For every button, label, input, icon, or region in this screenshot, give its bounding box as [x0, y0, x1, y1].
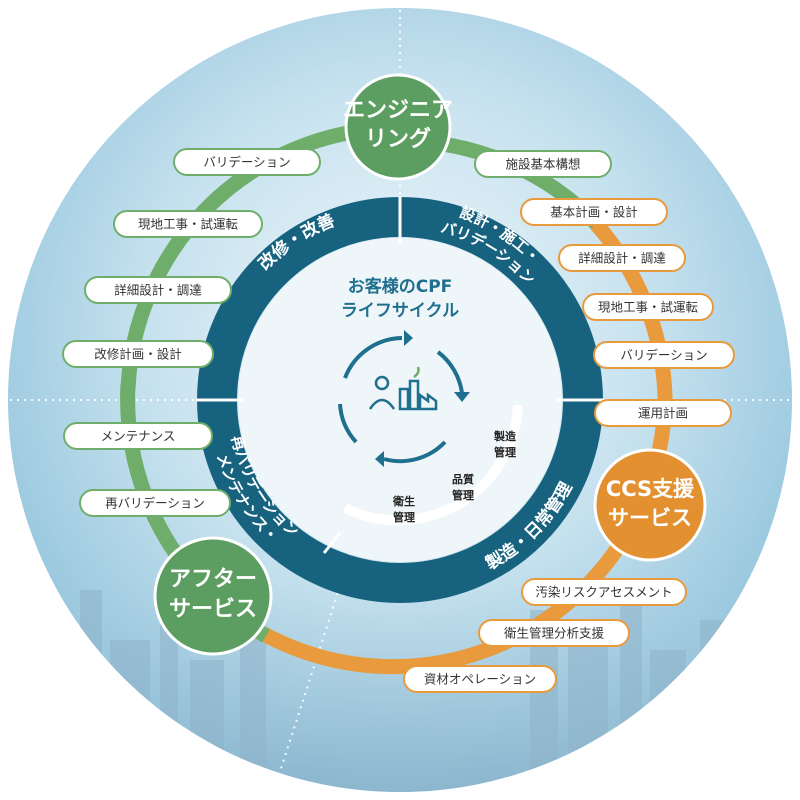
- left-item-0: バリデーション: [173, 148, 321, 176]
- pills-left: バリデーション現地工事・試運転詳細設計・調達改修計画・設計メンテナンス再バリデー…: [62, 148, 321, 517]
- person-factory-icon: [368, 366, 438, 411]
- right-item-2: 詳細設計・調達: [558, 244, 686, 272]
- cycle-arrows: [338, 336, 464, 464]
- bottom-item-2: 資材オペレーション: [403, 665, 557, 693]
- right-item-4: バリデーション: [593, 341, 735, 369]
- left-item-4-label: メンテナンス: [101, 429, 176, 444]
- bottom-item-1-label: 衛生管理分析支援: [504, 626, 605, 641]
- right-item-3: 現地工事・試運転: [582, 293, 714, 321]
- center-title-line1: お客様のCPF: [348, 276, 453, 297]
- hub-ccs: CCS支援 サービス: [593, 448, 707, 562]
- manufacturing-mgmt-1: 製造: [493, 429, 517, 443]
- left-item-4: メンテナンス: [63, 422, 213, 450]
- cycle-arrowheads: [375, 330, 470, 467]
- left-item-1-label: 現地工事・試運転: [138, 217, 239, 232]
- left-item-2: 詳細設計・調達: [84, 276, 232, 304]
- right-item-1: 基本計画・設計: [520, 198, 668, 226]
- hub-engineering-line1: エンジニア: [343, 98, 453, 123]
- left-item-5: 再バリデーション: [79, 489, 231, 517]
- bottom-item-2-label: 資材オペレーション: [424, 672, 536, 687]
- right-item-3-label: 現地工事・試運転: [598, 300, 699, 315]
- left-item-2-label: 詳細設計・調達: [114, 283, 202, 298]
- left-item-1: 現地工事・試運転: [113, 210, 263, 238]
- right-item-2-label: 詳細設計・調達: [578, 251, 666, 266]
- hub-engineering-line2: リング: [365, 126, 431, 152]
- bottom-item-0-label: 汚染リスクアセスメント: [535, 585, 672, 600]
- bottom-item-1: 衛生管理分析支援: [478, 619, 630, 647]
- hub-ccs-line2: サービス: [608, 506, 692, 530]
- left-item-5-label: 再バリデーション: [105, 496, 205, 511]
- left-item-3: 改修計画・設計: [62, 340, 214, 368]
- right-item-5: 運用計画: [594, 399, 732, 427]
- left-item-0-label: バリデーション: [203, 155, 290, 170]
- hygiene-mgmt-1: 衛生: [392, 494, 415, 508]
- hub-after-line2: サービス: [169, 597, 257, 622]
- bottom-item-0: 汚染リスクアセスメント: [521, 578, 687, 606]
- hub-engineering: エンジニア リング: [343, 73, 453, 181]
- right-item-5-label: 運用計画: [638, 406, 688, 421]
- management-labels: 製造 管理 品質 管理 衛生 管理: [392, 429, 517, 524]
- quality-mgmt-1: 品質: [452, 472, 474, 486]
- right-item-4-label: バリデーション: [620, 348, 707, 363]
- hygiene-mgmt-2: 管理: [393, 510, 415, 524]
- hub-after-line1: アフター: [169, 567, 257, 592]
- right-item-0-label: 施設基本構想: [505, 157, 580, 172]
- left-item-3-label: 改修計画・設計: [94, 347, 182, 362]
- center-title: お客様のCPF ライフサイクル: [341, 276, 459, 321]
- right-item-0: 施設基本構想: [474, 150, 612, 178]
- center-title-line2: ライフサイクル: [341, 301, 459, 321]
- hub-ccs-line1: CCS支援: [606, 477, 695, 501]
- hub-after-service: アフター サービス: [153, 536, 273, 656]
- right-item-1-label: 基本計画・設計: [550, 205, 638, 220]
- management-arc: [342, 404, 523, 526]
- quality-mgmt-2: 管理: [452, 488, 474, 502]
- manufacturing-mgmt-2: 管理: [494, 445, 516, 459]
